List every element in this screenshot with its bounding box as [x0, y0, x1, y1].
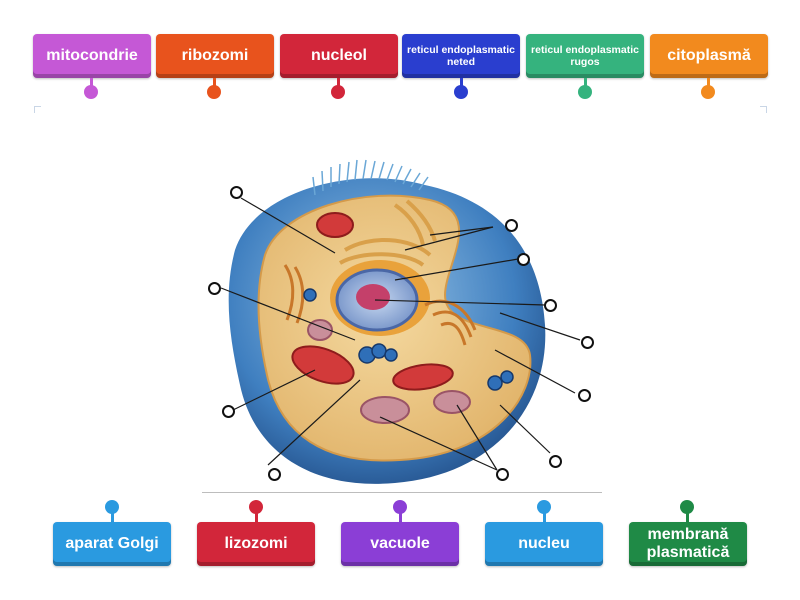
- label-text: membrană plasmatică: [646, 526, 730, 561]
- vacuoles: [307, 319, 471, 424]
- label-tile-citoplasma[interactable]: citoplasmă: [650, 34, 768, 78]
- pin-stem: [111, 510, 114, 522]
- label-tile-nucleol[interactable]: nucleol: [280, 34, 398, 78]
- drop-target-marker[interactable]: [578, 389, 591, 402]
- drop-target-marker[interactable]: [230, 186, 243, 199]
- pin-stem: [90, 78, 93, 90]
- pin-stem: [543, 510, 546, 522]
- label-tile-membrana-plasmatica[interactable]: membrană plasmatică: [629, 522, 747, 566]
- drop-target-marker[interactable]: [505, 219, 518, 232]
- pin-dot: [578, 85, 592, 99]
- pin-dot: [454, 85, 468, 99]
- label-tile-lizozomi[interactable]: lizozomi: [197, 522, 315, 566]
- pin-stem: [255, 510, 258, 522]
- pin-dot: [84, 85, 98, 99]
- animal-cell-diagram: [220, 159, 581, 484]
- label-text: lizozomi: [224, 535, 288, 552]
- frame-corner-right: [760, 106, 767, 113]
- drop-target-marker[interactable]: [496, 468, 509, 481]
- label-text: vacuole: [370, 535, 430, 552]
- label-tile-mitocondrie[interactable]: mitocondrie: [33, 34, 151, 78]
- lysosomes: [303, 288, 514, 391]
- label-text: citoplasmă: [667, 47, 751, 64]
- pin-stem: [707, 78, 710, 90]
- label-text: nucleu: [518, 535, 570, 552]
- label-tile-ribozomi[interactable]: ribozomi: [156, 34, 274, 78]
- frame-corner-left: [34, 106, 41, 113]
- pin-dot: [207, 85, 221, 99]
- pin-stem: [213, 78, 216, 90]
- label-tile-reticul-rugos[interactable]: reticul endoplasmatic rugos: [526, 34, 644, 78]
- nucleolus: [356, 284, 390, 310]
- pin-dot: [680, 500, 694, 514]
- pin-dot: [537, 500, 551, 514]
- pin-stem: [460, 78, 463, 90]
- pin-stem: [584, 78, 587, 90]
- drop-target-marker[interactable]: [268, 468, 281, 481]
- label-tile-nucleu[interactable]: nucleu: [485, 522, 603, 566]
- drop-target-marker[interactable]: [581, 336, 594, 349]
- pin-stem: [337, 78, 340, 90]
- divider-line: [202, 492, 602, 493]
- label-tile-vacuole[interactable]: vacuole: [341, 522, 459, 566]
- drop-target-marker[interactable]: [544, 299, 557, 312]
- drop-target-marker[interactable]: [517, 253, 530, 266]
- drop-target-marker[interactable]: [208, 282, 221, 295]
- pointer-lines: [220, 197, 581, 471]
- endoplasmic-reticulum: [338, 199, 437, 267]
- drop-target-marker[interactable]: [222, 405, 235, 418]
- label-text: aparat Golgi: [65, 535, 159, 552]
- label-text: mitocondrie: [46, 47, 138, 64]
- mitochondria: [291, 212, 454, 391]
- pin-dot: [701, 85, 715, 99]
- label-text: reticul endoplasmatic neted: [407, 44, 515, 68]
- label-tile-reticul-neted[interactable]: reticul endoplasmatic neted: [402, 34, 520, 78]
- pin-stem: [399, 510, 402, 522]
- pin-dot: [331, 85, 345, 99]
- label-text: ribozomi: [181, 47, 249, 64]
- drop-target-marker[interactable]: [549, 455, 562, 468]
- pin-dot: [249, 500, 263, 514]
- label-text: nucleol: [310, 47, 367, 64]
- pin-dot: [393, 500, 407, 514]
- pin-dot: [105, 500, 119, 514]
- label-tile-aparat-golgi[interactable]: aparat Golgi: [53, 522, 171, 566]
- pin-stem: [686, 510, 689, 522]
- label-text: reticul endoplasmatic rugos: [531, 44, 639, 68]
- cilia: [312, 159, 429, 196]
